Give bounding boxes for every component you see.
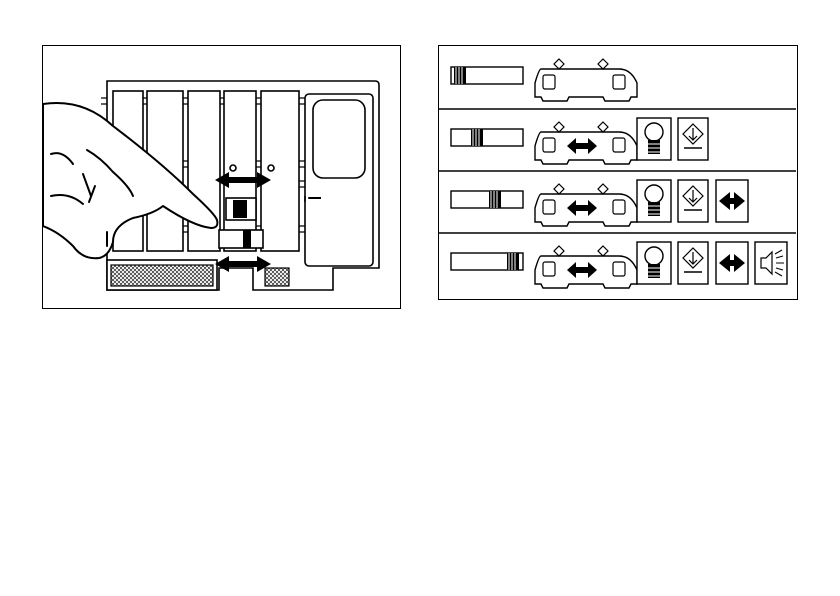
slide-switch-icon [451,191,523,208]
direction-arrow-icon [716,242,748,284]
horn-sound-icon [755,242,787,284]
smoke-generator-icon [678,180,708,222]
smoke-generator-icon [678,242,708,284]
function-row-3 [451,180,748,226]
lamp-icon [637,180,671,222]
locomotive-icon [535,59,637,101]
function-row-4 [451,242,787,288]
switch-illustration [43,46,399,307]
lamp-icon [637,118,671,160]
lamp-icon [637,242,671,284]
smoke-generator-icon [678,118,708,160]
slide-switch-icon [451,253,523,270]
switch-illustration-panel [42,45,401,309]
slide-switch-icon [451,129,523,146]
function-row-2 [451,118,708,164]
function-row-1 [451,59,637,101]
function-table [439,46,796,298]
slide-switch-icon [451,67,523,84]
direction-arrow-icon [716,180,748,222]
function-table-panel [438,45,798,300]
